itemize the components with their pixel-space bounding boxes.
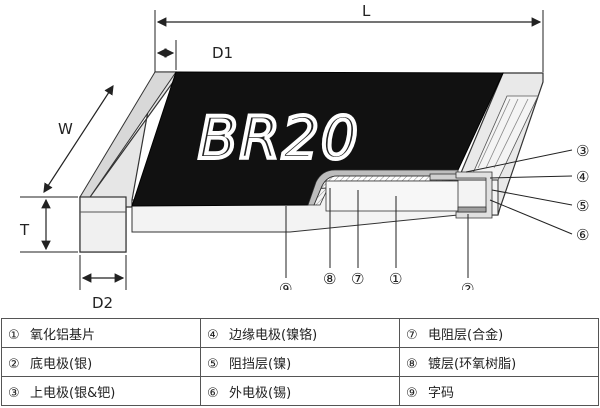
callout-4: ④ bbox=[576, 168, 589, 186]
callout-6: ⑥ bbox=[576, 226, 589, 244]
chip-body: BR20 bbox=[79, 71, 544, 253]
dimension-T: T bbox=[19, 196, 78, 253]
dim-label-W: W bbox=[58, 120, 73, 138]
dim-label-T: T bbox=[19, 221, 30, 239]
dimension-W: W bbox=[43, 84, 114, 194]
bottom-electrode bbox=[457, 206, 487, 213]
dim-label-D1: D1 bbox=[212, 44, 233, 62]
dimension-D1: D1 bbox=[156, 40, 233, 70]
callout-8: ⑧ bbox=[323, 270, 336, 288]
dimension-L: L bbox=[154, 2, 544, 72]
left-end-cap-front bbox=[79, 196, 127, 253]
dim-label-L: L bbox=[362, 2, 371, 20]
marking-text: BR20 bbox=[198, 104, 360, 172]
alumina-core bbox=[325, 180, 459, 212]
callout-2: ② bbox=[461, 280, 474, 290]
callout-9: ⑨ bbox=[279, 280, 292, 290]
callout-3: ③ bbox=[576, 142, 589, 160]
resistor-structure-diagram: BR20 L D1 W T ③ ④ bbox=[19, 2, 589, 290]
callout-leaders bbox=[285, 149, 573, 278]
callout-1: ① bbox=[389, 270, 402, 288]
callout-labels: ③ ④ ⑤ ⑥ ② ① ⑦ ⑧ ⑨ bbox=[279, 142, 589, 290]
dimension-D2 bbox=[79, 255, 127, 290]
callout-5: ⑤ bbox=[576, 197, 589, 215]
end-electrode-layers bbox=[455, 171, 493, 219]
dim-label-D2: D2 bbox=[92, 294, 114, 312]
callout-7: ⑦ bbox=[351, 270, 364, 288]
